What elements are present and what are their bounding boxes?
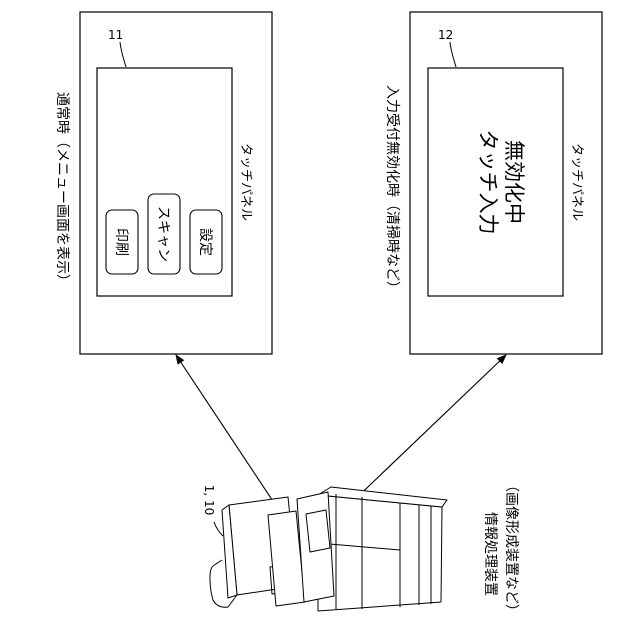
scan-button-label: スキャン xyxy=(155,206,171,262)
disabled-mode-caption: 入力受付無効化時（清掃時など） xyxy=(384,85,401,295)
touch-panel-label-11: タッチパネル xyxy=(238,143,253,221)
device-lower-frame-2 xyxy=(213,560,222,566)
device-caption-line2: （画像形成装置など） xyxy=(503,478,519,618)
disabled-mode-group: 入力受付無効化時（清掃時など） 12 タッチパネル タッチ入力 無効化中 xyxy=(384,12,602,354)
device-caption-line1: 情報処理装置 xyxy=(482,512,498,596)
normal-mode-group: 通常時（メニュー画面を表示） 11 タッチパネル 印刷 スキャン 設定 xyxy=(54,12,272,354)
normal-mode-caption: 通常時（メニュー画面を表示） xyxy=(54,92,70,288)
settings-button-label: 設定 xyxy=(197,228,213,256)
device-body-front xyxy=(318,495,442,611)
device-paper-column xyxy=(297,492,334,602)
ref-leader-12 xyxy=(450,42,456,67)
device-illustration xyxy=(210,487,447,611)
print-button-label: 印刷 xyxy=(113,228,129,256)
device-ref: 1, 10 xyxy=(202,485,216,516)
disabled-message-line2: 無効化中 xyxy=(502,140,526,224)
touch-panel-label-12: タッチパネル xyxy=(569,143,584,221)
panel-ref-11: 11 xyxy=(108,28,123,42)
device-ref-leader xyxy=(214,522,223,536)
disabled-message-line1: タッチ入力 xyxy=(476,130,500,235)
panel-ref-12: 12 xyxy=(438,28,453,42)
ref-leader-11 xyxy=(120,42,126,67)
